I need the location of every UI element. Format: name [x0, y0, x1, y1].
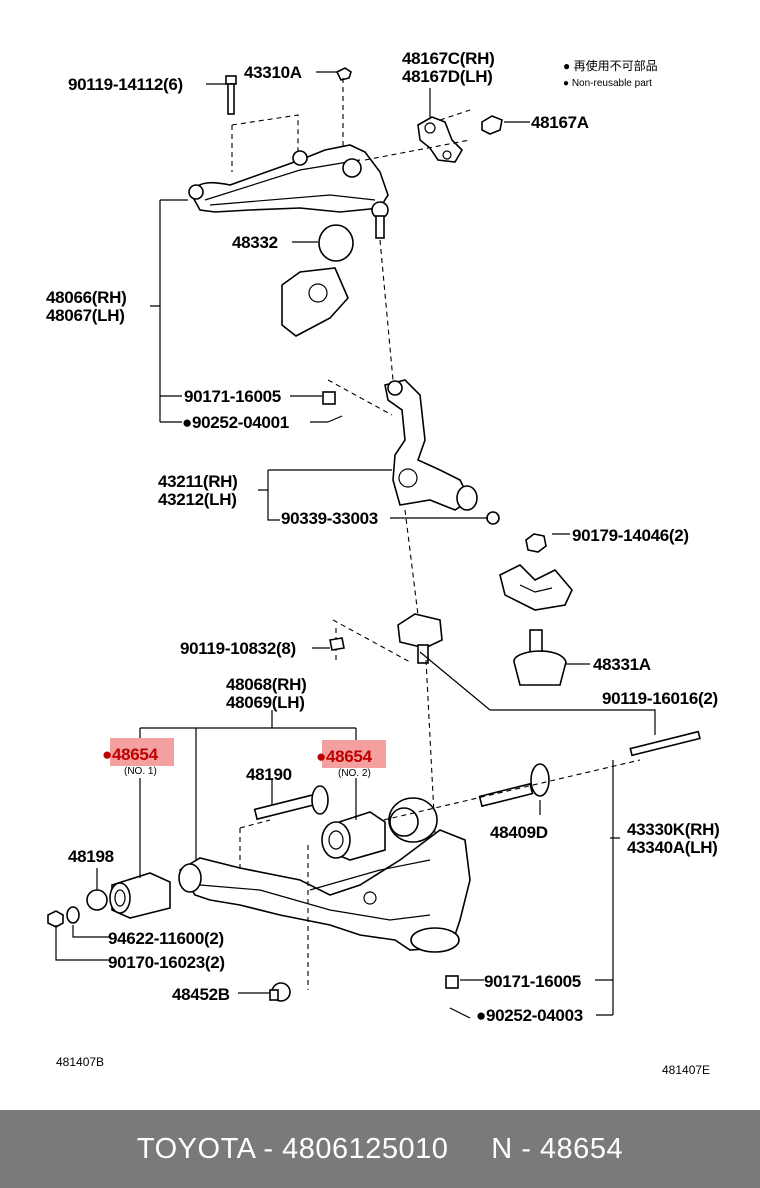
highlight-48654-no2: [322, 740, 386, 768]
label-90170-16023: 90170-16023(2): [108, 953, 225, 972]
label-48167A: 48167A: [531, 113, 589, 132]
ball-joint-drawing: [397, 533, 573, 686]
legend-non-reusable-jp: ● 再使用不可部品: [563, 58, 658, 73]
knuckle-drawing: [322, 239, 500, 616]
label-43211: 43211(RH): [158, 472, 238, 491]
legend-non-reusable-en: ● Non-reusable part: [563, 78, 652, 89]
label-48067: 48067(LH): [46, 306, 125, 325]
label-90171-16005-upper: 90171-16005: [184, 387, 281, 406]
diagram-code-right: 481407E: [662, 1063, 710, 1077]
lower-arm-drawing: [47, 619, 701, 1019]
label-48331A: 48331A: [593, 655, 651, 674]
part-footer-bar: TOYOTA - 4806125010 N - 48654: [0, 1110, 760, 1188]
upper-arm-drawing: [188, 67, 503, 337]
diagram-code-left: 481407B: [56, 1055, 104, 1069]
parts-diagram: ● 再使用不可部品 ● Non-reusable part: [46, 49, 720, 1077]
label-48654-no1: ●48654: [102, 745, 159, 764]
label-90119-14112: 90119-14112(6): [68, 75, 183, 94]
label-48066: 48066(RH): [46, 288, 126, 307]
label-48069: 48069(LH): [226, 693, 305, 712]
label-43310A: 43310A: [244, 63, 302, 82]
label-90119-16016: 90119-16016(2): [602, 689, 718, 708]
label-48068: 48068(RH): [226, 675, 306, 694]
label-48654-no2: ●48654: [316, 747, 373, 766]
label-no2: (NO. 2): [338, 768, 371, 779]
label-43212: 43212(LH): [158, 490, 237, 509]
label-43330K: 43330K(RH): [627, 820, 719, 839]
highlight-48654-no1: [110, 738, 174, 766]
label-48190: 48190: [246, 765, 292, 784]
label-90339-33003: 90339-33003: [281, 509, 378, 528]
label-no1: (NO. 1): [124, 766, 157, 777]
part-number-caption: TOYOTA - 4806125010 N - 48654: [136, 1132, 624, 1165]
label-48198: 48198: [68, 847, 114, 866]
label-90179-14046: 90179-14046(2): [572, 526, 689, 545]
label-48167D: 48167D(LH): [402, 67, 493, 86]
leader-lines: [55, 71, 656, 1016]
label-90252-04001: ●90252-04001: [182, 413, 289, 432]
label-48332: 48332: [232, 233, 278, 252]
label-48167C: 48167C(RH): [402, 49, 494, 68]
label-90171-16005-lower: 90171-16005: [484, 972, 581, 991]
label-43340A: 43340A(LH): [627, 838, 718, 857]
label-94622-11600: 94622-11600(2): [108, 929, 224, 948]
label-48409D: 48409D: [490, 823, 548, 842]
label-90119-10832: 90119-10832(8): [180, 639, 296, 658]
label-48452B: 48452B: [172, 985, 230, 1004]
label-90252-04003: ●90252-04003: [476, 1006, 583, 1025]
